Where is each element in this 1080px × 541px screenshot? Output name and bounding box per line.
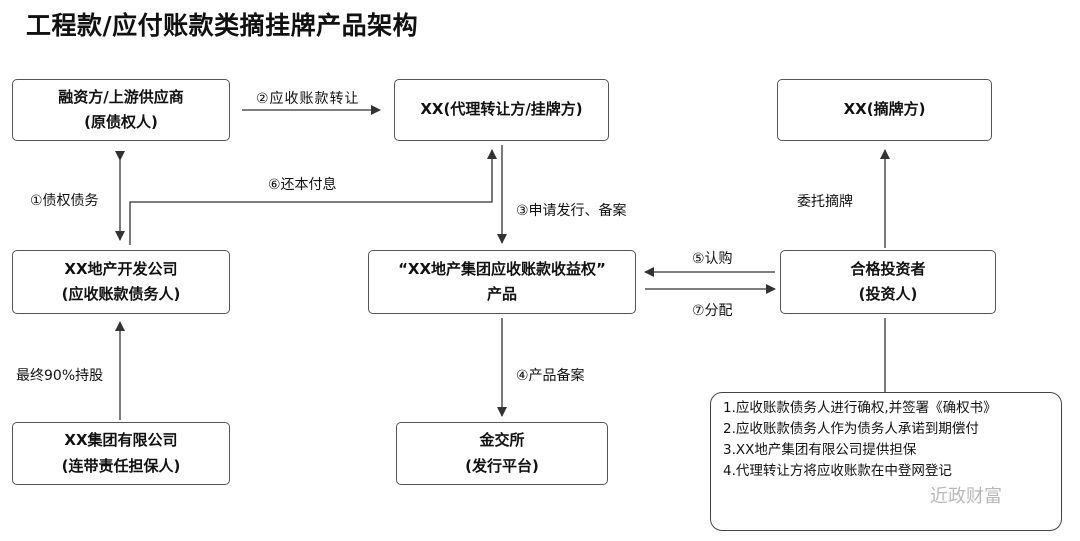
note-item: 3.XX地产集团有限公司提供担保 bbox=[723, 442, 917, 458]
buyer-name: XX(摘牌方) bbox=[843, 100, 926, 119]
page-title: 工程款/应付账款类摘挂牌产品架构 bbox=[26, 11, 419, 40]
exchange-name: 金交所 bbox=[479, 431, 525, 449]
label-apply: ③申请发行、备案 bbox=[516, 203, 627, 219]
label-holding: 最终90%持股 bbox=[16, 368, 104, 384]
developer-box: XX地产开发公司 (应收账款债务人) bbox=[12, 250, 230, 314]
financier-name: 融资方/上游供应商 bbox=[58, 87, 184, 106]
agent-box: XX(代理转让方/挂牌方) bbox=[394, 79, 609, 141]
product-box: “XX地产集团应收账款收益权” 产品 bbox=[368, 250, 636, 314]
label-record: ④产品备案 bbox=[516, 368, 585, 384]
product-suffix: 产品 bbox=[486, 285, 517, 303]
arrow-repay bbox=[129, 149, 497, 245]
group-box: XX集团有限公司 (连带责任担保人) bbox=[12, 422, 230, 485]
financier-role: (原债权人) bbox=[84, 113, 158, 131]
notes-box: 1.应收账款债务人进行确权,并签署《确权书》 2.应收账款债务人作为债务人承诺到… bbox=[710, 392, 1062, 531]
exchange-box: 金交所 (发行平台) bbox=[396, 422, 608, 485]
label-repay: ⑥还本付息 bbox=[268, 177, 337, 193]
group-name: XX集团有限公司 bbox=[64, 431, 178, 449]
developer-role: (应收账款债务人) bbox=[61, 285, 181, 303]
label-subscribe: ⑤认购 bbox=[692, 251, 733, 267]
group-role: (连带责任担保人) bbox=[61, 456, 181, 475]
label-debt: ①债权债务 bbox=[30, 193, 99, 209]
label-transfer: ②应收账款转让 bbox=[256, 91, 360, 107]
label-entrust: 委托摘牌 bbox=[797, 194, 853, 210]
note-item: 2.应收账款债务人作为债务人承诺到期偿付 bbox=[723, 421, 979, 437]
developer-name: XX地产开发公司 bbox=[64, 259, 178, 278]
investor-role: (投资人) bbox=[858, 285, 918, 303]
label-distribute: ⑦分配 bbox=[692, 303, 733, 319]
watermark: 近政财富 bbox=[930, 486, 1002, 507]
note-item: 1.应收账款债务人进行确权,并签署《确权书》 bbox=[723, 400, 997, 416]
investor-name: 合格投资者 bbox=[850, 259, 926, 278]
financier-box: 融资方/上游供应商 (原债权人) bbox=[12, 79, 230, 141]
note-item: 4.代理转让方将应收账款在中登网登记 bbox=[723, 463, 952, 479]
investor-box: 合格投资者 (投资人) bbox=[780, 250, 996, 314]
product-name: “XX地产集团应收账款收益权” bbox=[398, 259, 606, 278]
exchange-role: (发行平台) bbox=[465, 456, 539, 475]
agent-name: XX(代理转让方/挂牌方) bbox=[420, 100, 583, 119]
buyer-box: XX(摘牌方) bbox=[777, 79, 992, 141]
